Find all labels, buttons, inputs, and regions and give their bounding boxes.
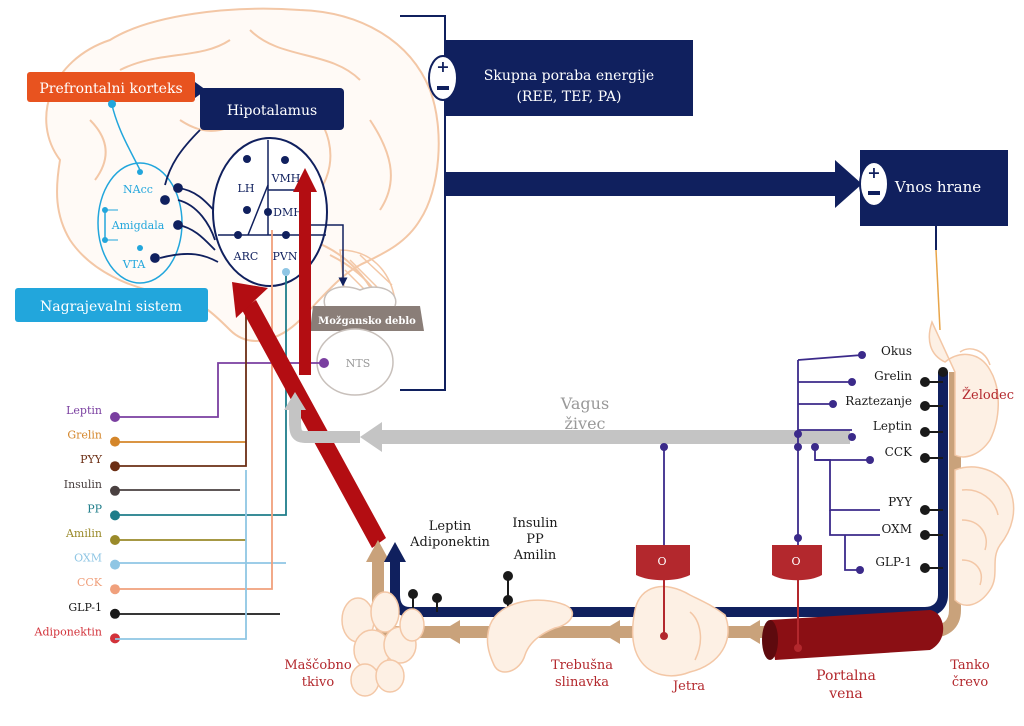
gut-signal-label: OXM bbox=[882, 522, 912, 536]
food-intake-label: Vnos hrane bbox=[894, 178, 981, 196]
energy-plus-icon: + bbox=[436, 57, 449, 76]
energy-minus-icon bbox=[437, 86, 449, 90]
energy-label-line1: Skupna poraba energije bbox=[484, 68, 654, 84]
reward-node bbox=[137, 245, 143, 251]
energy-label-line2: (REE, TEF, PA) bbox=[516, 89, 621, 105]
vta-label: VTA bbox=[122, 258, 147, 271]
o-label-2: O bbox=[791, 555, 800, 568]
hormone-label: Adiponektin bbox=[34, 625, 102, 638]
food-plus-icon: + bbox=[867, 163, 880, 182]
gut-signal-label: Okus bbox=[881, 344, 912, 358]
red-arrow-diagonal bbox=[232, 282, 386, 548]
energy-bracket bbox=[400, 15, 446, 391]
adipose-tissue bbox=[341, 591, 425, 697]
hormone-label: Leptin bbox=[66, 404, 102, 417]
liver-label: Jetra bbox=[671, 679, 705, 694]
hormone-label: Insulin bbox=[64, 478, 102, 491]
gut-signal-tree bbox=[663, 354, 880, 571]
gut-signal-label: Grelin bbox=[874, 369, 912, 383]
hypothalamus-label: Hipotalamus bbox=[227, 103, 317, 119]
hormone-dot bbox=[110, 559, 120, 570]
stomach bbox=[928, 319, 999, 458]
vmh-label: VMH bbox=[271, 172, 301, 185]
hypothalamus-box: Hipotalamus bbox=[200, 88, 344, 130]
intestine-label-line2: črevo bbox=[952, 675, 989, 690]
nts-label: NTS bbox=[346, 357, 371, 370]
hormone-label: GLP-1 bbox=[68, 601, 102, 614]
prefrontal-label: Prefrontalni korteks bbox=[39, 81, 182, 97]
food-intake-box: + Vnos hrane bbox=[859, 150, 1008, 226]
vagus-grey-arrow bbox=[284, 392, 850, 452]
o-label-1: O bbox=[657, 555, 666, 568]
reward-node bbox=[102, 207, 108, 213]
reward-label: Nagrajevalni sistem bbox=[40, 299, 182, 315]
reward-node bbox=[102, 237, 108, 243]
dmh-label: DMH bbox=[273, 206, 303, 219]
hormone-label: PP bbox=[87, 502, 102, 515]
gut-signal-label: Leptin bbox=[873, 419, 912, 433]
hormone-label: OXM bbox=[74, 552, 102, 565]
fat-secretion-line1: Leptin bbox=[429, 519, 472, 534]
pancreas bbox=[486, 599, 574, 673]
gut-signal-label: PYY bbox=[888, 495, 913, 509]
navy-arrow-to-food bbox=[445, 160, 862, 208]
pvn-label: PVN bbox=[273, 250, 298, 263]
stomach-label: Želodec bbox=[962, 387, 1014, 403]
gut-signal-label: GLP-1 bbox=[875, 555, 912, 569]
hormone-label: PYY bbox=[80, 453, 103, 466]
portal-label-line1: Portalna bbox=[816, 668, 876, 684]
portal-label-line2: vena bbox=[828, 686, 863, 702]
reward-hypothalamus-links bbox=[150, 129, 219, 263]
small-intestine bbox=[954, 466, 1015, 606]
fat-label-line1: Maščobno bbox=[284, 658, 352, 673]
pancreas-label-line2: slinavka bbox=[555, 675, 609, 690]
fat-label-line2: tkivo bbox=[302, 675, 335, 690]
nacc-label: NAcc bbox=[123, 183, 153, 196]
pancreas-secretion-line3: Amilin bbox=[513, 548, 557, 563]
stomach-ticks bbox=[920, 367, 948, 573]
prefrontal-arrow bbox=[195, 82, 206, 98]
prefrontal-box: Prefrontalni korteks bbox=[27, 72, 195, 102]
prefrontal-node bbox=[108, 100, 116, 108]
pancreas-secretion-line1: Insulin bbox=[512, 516, 558, 531]
red-arrow-vertical bbox=[293, 168, 317, 375]
vagus-label-line2: živec bbox=[564, 414, 605, 433]
energy-box: + Skupna poraba energije (REE, TEF, PA) bbox=[428, 40, 693, 116]
brainstem: Možgansko deblo NTS bbox=[310, 286, 424, 396]
food-to-stomach-line bbox=[935, 249, 941, 331]
food-minus-icon bbox=[868, 191, 880, 195]
o-box-liver: O bbox=[636, 545, 690, 640]
arc-label: ARC bbox=[233, 250, 259, 263]
intestine-label-line1: Tanko bbox=[950, 658, 990, 673]
lh-label: LH bbox=[238, 182, 255, 195]
hormone-label: Amilin bbox=[65, 527, 102, 540]
vagus-label-line1: Vagus bbox=[560, 394, 609, 413]
liver bbox=[631, 585, 729, 677]
fat-secretion-line2: Adiponektin bbox=[409, 535, 490, 550]
reward-box: Nagrajevalni sistem bbox=[15, 288, 208, 322]
o-box-portal: O bbox=[772, 545, 822, 652]
gut-tree-nodes bbox=[660, 351, 874, 574]
portal-vein bbox=[762, 610, 944, 660]
pancreas-secretion-line2: PP bbox=[526, 532, 544, 547]
hormone-label: CCK bbox=[77, 576, 103, 589]
amygdala-label: Amigdala bbox=[111, 219, 165, 232]
reward-system: NAcc Amigdala VTA bbox=[97, 100, 183, 284]
secretion-markers bbox=[408, 571, 513, 612]
brainstem-label: Možgansko deblo bbox=[318, 316, 416, 327]
hormone-label: Grelin bbox=[67, 429, 102, 442]
gut-signal-label: CCK bbox=[885, 445, 913, 459]
reward-node bbox=[137, 169, 143, 175]
pancreas-label-line1: Trebušna bbox=[551, 658, 613, 673]
hypothalamus-brainstem-link bbox=[305, 224, 348, 287]
gut-signal-label: Raztezanje bbox=[845, 394, 912, 408]
